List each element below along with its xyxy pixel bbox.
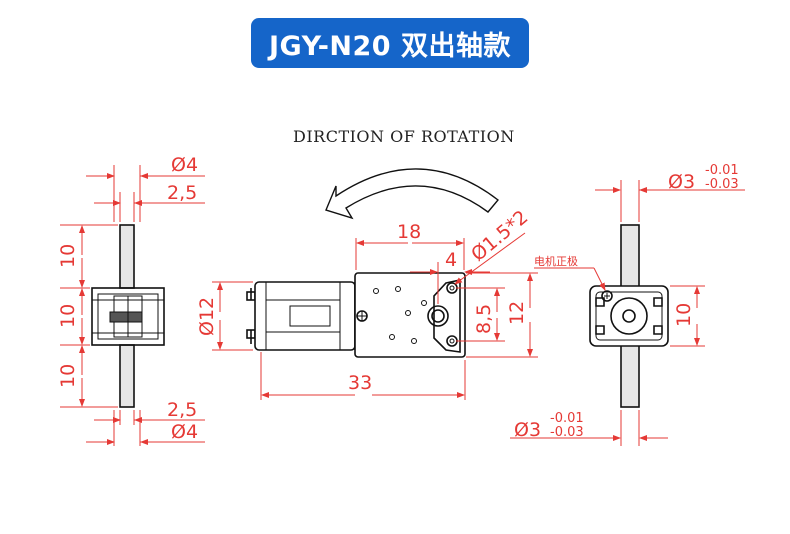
right-endcap <box>610 297 648 335</box>
left-gearbox-frame <box>91 287 165 346</box>
left-lower-shaft <box>119 344 135 408</box>
right-terminal-tabs <box>595 297 663 335</box>
page-title: JGY-N20 双出轴款 <box>269 30 511 62</box>
left-dia-bottom: Ø4 <box>171 421 198 443</box>
output-shaft-boss <box>427 305 449 327</box>
rotation-indicator: DIRCTION OF ROTATION <box>293 127 515 220</box>
left-dia-top: Ø4 <box>171 154 198 176</box>
left-view: Ø4 2,5 10 10 10 2,5 Ø4 <box>57 154 205 446</box>
right-shaft-dia-top: Ø3 <box>668 171 695 193</box>
motor-label-area <box>289 305 331 327</box>
positive-terminal-icon <box>601 290 613 302</box>
center-hole-callout: Ø1.5*2 <box>467 206 532 266</box>
output-shaft-icon <box>431 309 445 323</box>
right-lower-shaft <box>620 344 640 408</box>
center-total-len: 33 <box>348 372 372 394</box>
right-tol-upper-top: -0.01 <box>705 163 739 178</box>
right-height: 10 <box>673 303 695 327</box>
left-width-bottom: 2,5 <box>167 399 197 421</box>
left-gear-icon <box>109 311 143 323</box>
left-width-top: 2,5 <box>167 182 197 204</box>
rotation-arrow <box>325 168 500 220</box>
center-len-18: 18 <box>397 221 421 243</box>
left-seg-lower: 10 <box>57 364 79 388</box>
right-view: 电机正极 Ø3 -0.01 -0.03 10 Ø3 -0.01 -0.03 <box>510 163 745 446</box>
left-gearbox-inner <box>97 293 159 340</box>
right-bearing-icon <box>622 309 636 323</box>
center-height-12: 12 <box>506 301 528 325</box>
left-seg-mid: 10 <box>57 304 79 328</box>
center-len-4: 4 <box>445 249 457 271</box>
center-height-85: 8,5 <box>473 304 495 334</box>
rotation-label: DIRCTION OF ROTATION <box>293 127 515 146</box>
positive-terminal-note: 电机正极 <box>534 254 578 268</box>
right-upper-shaft <box>620 224 640 288</box>
center-view: 18 4 Ø1.5*2 Ø12 8,5 12 33 <box>196 206 538 400</box>
left-upper-shaft <box>119 224 135 289</box>
right-tol-lower-top: -0.03 <box>705 177 739 192</box>
right-shaft-dia-bottom: Ø3 <box>514 419 541 441</box>
left-seg-upper: 10 <box>57 244 79 268</box>
right-tol-upper-bottom: -0.01 <box>550 411 584 426</box>
center-dia-body: Ø12 <box>196 297 218 336</box>
title-badge: JGY-N20 双出轴款 <box>251 18 529 68</box>
right-tol-lower-bottom: -0.03 <box>550 425 584 440</box>
